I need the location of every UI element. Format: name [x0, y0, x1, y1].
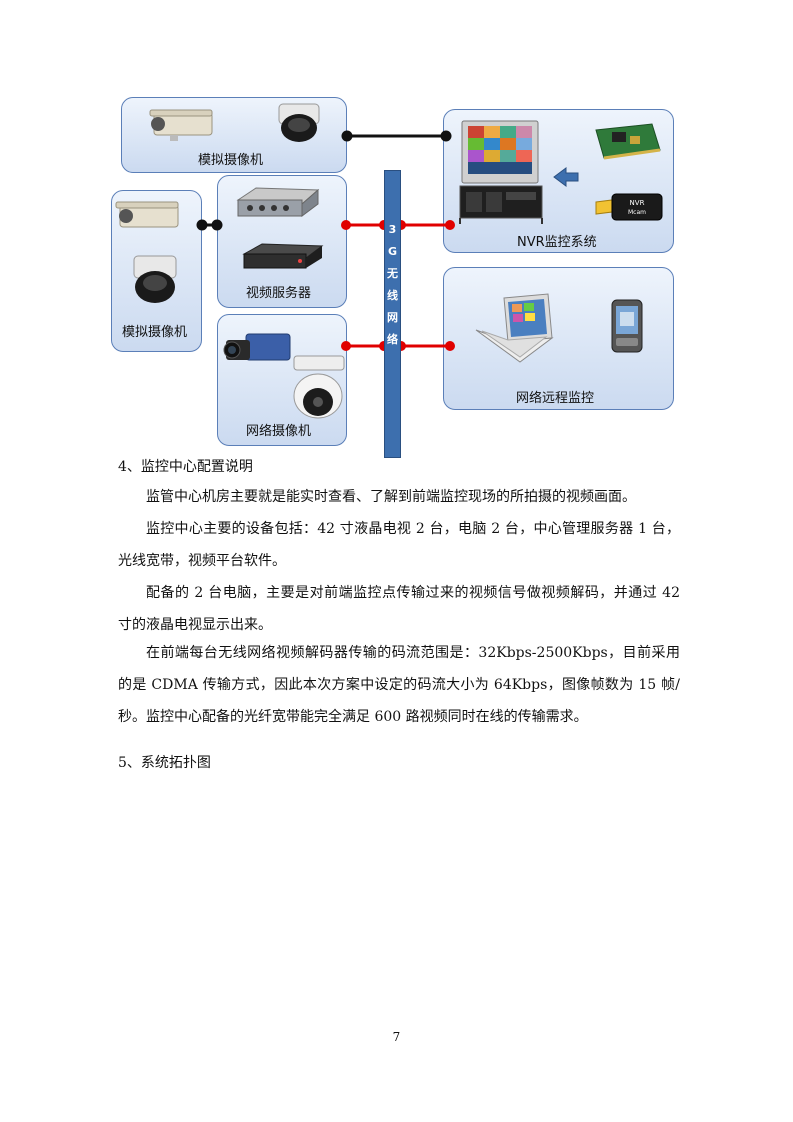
remote-monitor-label: 网络远程监控 — [516, 391, 595, 406]
bar-char: 网 — [387, 311, 398, 324]
analog-camera-label-left: 模拟摄像机 — [122, 325, 188, 340]
nvr-recorder-icon — [459, 185, 543, 224]
link-node — [341, 220, 351, 230]
paragraph-3: 配备的 2 台电脑，主要是对前端监控点传输过来的视频信号做视频解码，并通过 42… — [118, 585, 680, 633]
dome-camera-icon — [133, 255, 177, 303]
page-number: 7 — [392, 1030, 401, 1044]
ptz-dome-camera-icon — [293, 355, 345, 419]
capture-card-icon — [595, 123, 661, 160]
bar-char: 无 — [387, 267, 398, 280]
bar-char: 络 — [387, 333, 398, 346]
arrow-left-icon — [553, 167, 579, 187]
nvr-system-label: NVR监控系统 — [517, 235, 597, 250]
link-node — [341, 341, 351, 351]
dongle-label-1: NVR — [630, 199, 645, 207]
link-node — [211, 219, 223, 231]
section-5-heading: 5、系统拓扑图 — [118, 755, 211, 771]
paragraph-4: 在前端每台无线网络视频解码器传输的码流范围是：32Kbps-2500Kbps，目… — [118, 645, 680, 725]
link-node — [445, 220, 455, 230]
video-server-label: 视频服务器 — [246, 286, 312, 301]
dome-camera-icon — [278, 103, 320, 142]
box-camera-icon — [115, 201, 179, 228]
usb-dongle-icon: NVR Mcam — [595, 193, 663, 221]
3g-wireless-network-bar: 3 G 无 线 网 络 — [384, 170, 401, 458]
video-server-icon — [242, 243, 324, 269]
box-camera-icon — [149, 109, 213, 141]
link-node — [440, 130, 452, 142]
3g-bar-text: 3 G 无 线 网 络 — [385, 219, 400, 351]
analog-camera-label-top: 模拟摄像机 — [198, 153, 264, 168]
bar-char: G — [387, 245, 398, 258]
network-camera-label: 网络摄像机 — [246, 424, 312, 439]
link-node — [341, 130, 353, 142]
monitor-icon — [461, 120, 539, 184]
video-server-icon — [236, 187, 320, 217]
link-node — [196, 219, 208, 231]
laptop-icon — [475, 293, 554, 363]
smartphone-icon — [611, 299, 643, 353]
section-4-heading: 4、监控中心配置说明 — [118, 459, 253, 475]
bar-char: 3 — [388, 223, 397, 236]
dongle-label-2: Mcam — [628, 209, 646, 216]
paragraph-2: 监控中心主要的设备包括：42 寸液晶电视 2 台，电脑 2 台，中心管理服务器 … — [118, 521, 680, 569]
bullet-camera-icon — [223, 333, 291, 361]
paragraph-1: 监管中心机房主要就是能实时查看、了解到前端监控现场的所拍摄的视频画面。 — [146, 489, 636, 505]
link-node — [445, 341, 455, 351]
bar-char: 线 — [387, 289, 398, 302]
